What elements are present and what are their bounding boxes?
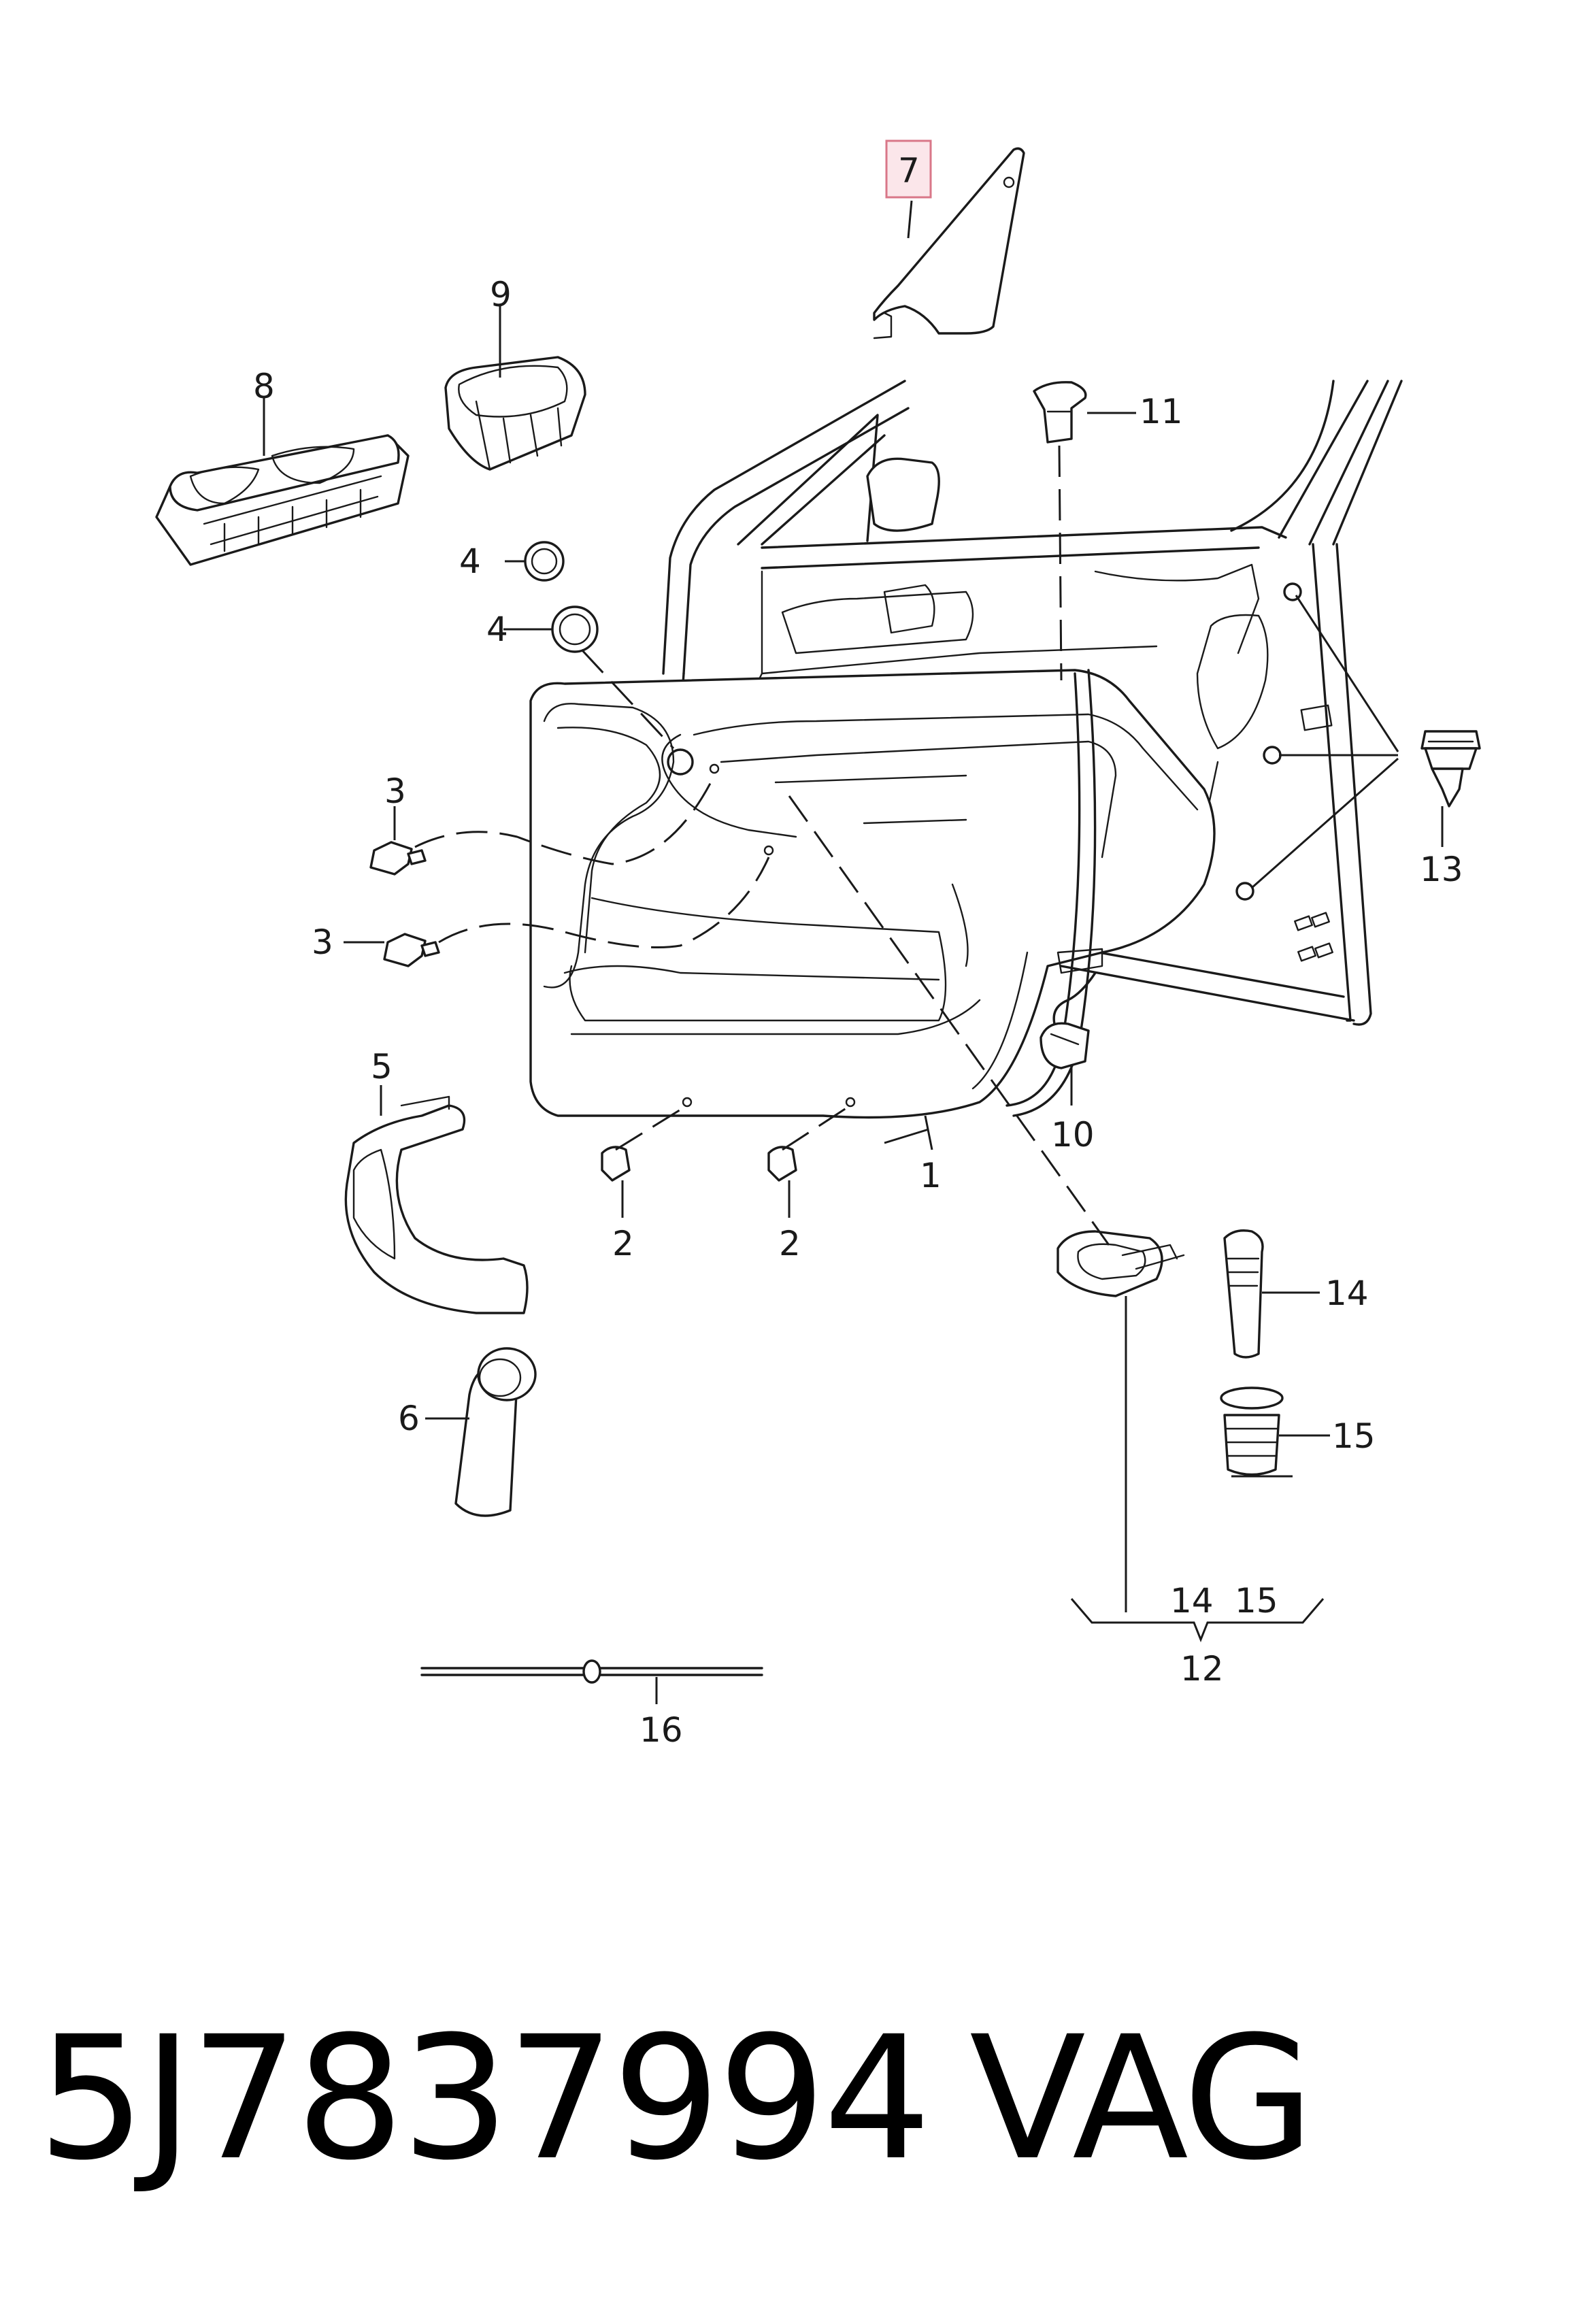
callout-15: 15: [1332, 1416, 1376, 1456]
callout-15-group: 15: [1235, 1581, 1278, 1621]
callout-3a: 3: [384, 771, 406, 811]
dashed-assembly-lines: [414, 445, 1110, 1246]
callout-14: 14: [1325, 1274, 1369, 1313]
part-9-single-switch-bezel: [444, 356, 586, 471]
part-6-mirror-triangle-trim: [873, 147, 1025, 339]
part-8-double-switch-bezel: [155, 434, 410, 566]
door-trim-panel: [529, 669, 1216, 1119]
callout-5: 5: [371, 1047, 393, 1086]
part-11-plug: [1033, 381, 1087, 444]
part-4-rings: [524, 541, 599, 653]
callout-8: 8: [253, 367, 275, 406]
callout-4a: 4: [459, 542, 481, 581]
part-5-armrest-handle: [344, 1095, 529, 1314]
callout-7: 6: [398, 1399, 420, 1438]
callout-10: 10: [1051, 1115, 1095, 1154]
callout-2b: 2: [779, 1224, 801, 1263]
part-7-window-crank: [454, 1347, 537, 1517]
brand-label: VAG: [969, 1999, 1314, 2197]
part-2-clips: [601, 1146, 797, 1182]
callout-9: 9: [490, 275, 512, 314]
part-10-connector: [1040, 948, 1103, 1069]
callout-16: 16: [639, 1710, 683, 1750]
highlight-box-6: [885, 139, 932, 199]
part-16-cable: [420, 1659, 763, 1684]
leader-lines: [263, 200, 1444, 1704]
callout-6: 7: [898, 151, 920, 190]
callout-2a: 2: [612, 1224, 634, 1263]
part-14-pin: [1223, 1229, 1264, 1359]
callout-11: 11: [1140, 392, 1183, 431]
part-13-fastener: [1420, 730, 1481, 808]
callout-12: 12: [1180, 1649, 1224, 1689]
part-15-plug: [1220, 1386, 1284, 1476]
callout-13: 13: [1420, 850, 1463, 889]
part-3-screws: [369, 841, 440, 967]
callout-3b: 3: [312, 923, 333, 962]
callout-4b: 4: [486, 610, 508, 649]
callout-1: 1: [920, 1156, 942, 1195]
part-12-door-handle: [1057, 1230, 1185, 1297]
part-number: 5J7837994: [37, 1999, 931, 2197]
callout-labels: 7 9 8 11 4 4 3 3 13 5 10 1 2 2 14 6 15 1…: [253, 151, 1463, 1750]
callout-14-group: 14: [1170, 1581, 1214, 1621]
